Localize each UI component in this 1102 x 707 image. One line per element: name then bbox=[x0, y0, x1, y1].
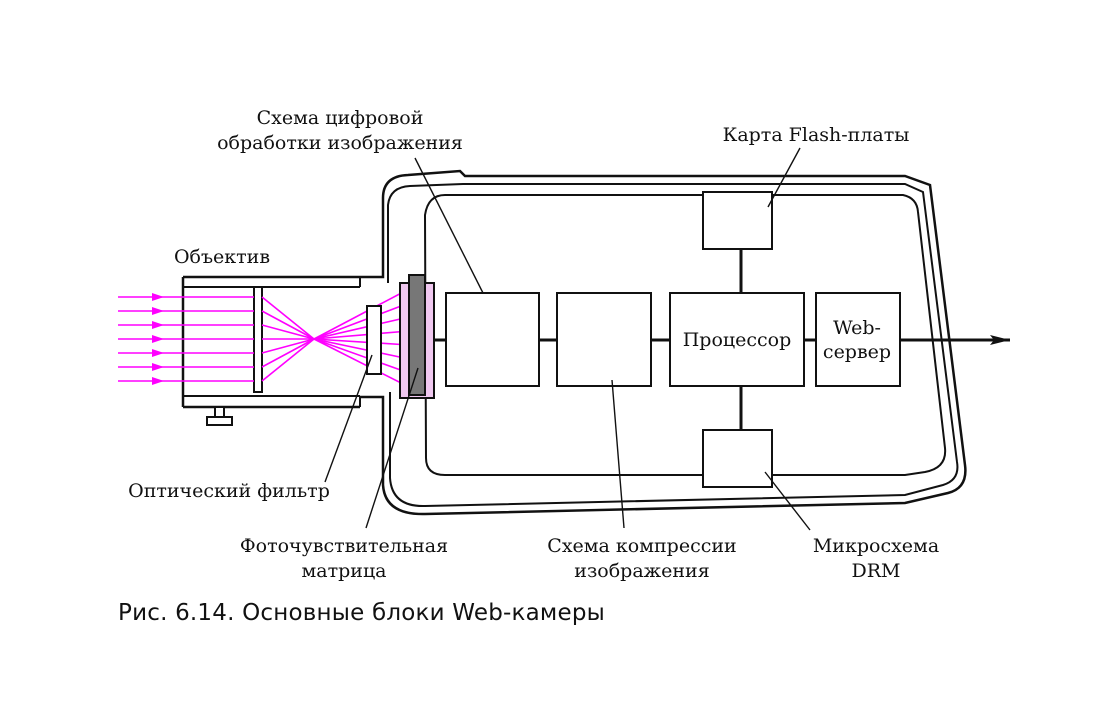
light-rays bbox=[118, 288, 410, 388]
drm-label-line1: Микросхема bbox=[813, 535, 939, 557]
converging-ray bbox=[261, 310, 315, 340]
ray-arrowhead bbox=[152, 321, 164, 329]
optical-filter bbox=[366, 305, 382, 375]
converging-ray bbox=[261, 338, 315, 382]
lens-element bbox=[253, 286, 263, 393]
lens-label: Объектив bbox=[174, 246, 270, 268]
diverging-ray bbox=[313, 288, 410, 340]
web-server-block bbox=[815, 292, 901, 387]
diverging-ray bbox=[313, 338, 410, 346]
lens-assembly bbox=[181, 275, 361, 426]
sensor-label-line1: Фоточувствительная bbox=[240, 535, 448, 557]
lens-knob-stem bbox=[214, 406, 225, 418]
dsp-label-line2: обработки изображения bbox=[217, 132, 463, 154]
dsp-label-line1: Схема цифровой bbox=[257, 107, 424, 129]
dsp-block bbox=[445, 292, 540, 387]
flash-card-block bbox=[702, 191, 773, 250]
drm-block bbox=[702, 429, 773, 488]
processor-label: Процессор bbox=[683, 329, 792, 351]
camera-body-outer bbox=[360, 169, 967, 516]
ray-arrowhead bbox=[152, 293, 164, 301]
connection-lines bbox=[434, 249, 816, 430]
compression-label-line2: изображения bbox=[574, 560, 709, 582]
optical-filter-label: Оптический фильтр bbox=[128, 480, 330, 502]
diverging-ray bbox=[313, 302, 410, 340]
web-server-label-line2: сервер bbox=[823, 341, 891, 363]
leader-lines bbox=[324, 147, 811, 531]
lens-knob bbox=[206, 416, 233, 426]
ray-arrowhead bbox=[152, 307, 164, 315]
ray-arrowhead bbox=[152, 349, 164, 357]
converging-ray bbox=[261, 324, 315, 340]
diverging-ray bbox=[313, 338, 410, 374]
diverging-ray bbox=[313, 338, 410, 388]
compression-label-line1: Схема компрессии bbox=[547, 535, 736, 557]
flash-card-label: Карта Flash-платы bbox=[723, 124, 910, 146]
converging-ray bbox=[261, 338, 315, 368]
ray-arrowhead bbox=[152, 377, 164, 385]
photosensitive-matrix bbox=[399, 274, 435, 399]
drm-label-line2: DRM bbox=[852, 560, 901, 582]
web-server-label-line1: Web- bbox=[833, 317, 881, 339]
processor-block bbox=[669, 292, 805, 387]
ray-arrowhead bbox=[152, 363, 164, 371]
ray-arrowhead bbox=[152, 335, 164, 343]
camera-body-inner bbox=[387, 183, 959, 508]
inner-frame bbox=[423, 194, 947, 476]
compression-block bbox=[556, 292, 652, 387]
figure-caption: Рис. 6.14. Основные блоки Web-камеры bbox=[118, 600, 605, 626]
diverging-ray bbox=[313, 338, 410, 360]
converging-ray bbox=[261, 296, 315, 340]
diverging-ray bbox=[313, 330, 410, 340]
converging-ray bbox=[261, 338, 315, 354]
sensor-label-line2: матрица bbox=[302, 560, 387, 582]
diverging-ray bbox=[313, 316, 410, 340]
